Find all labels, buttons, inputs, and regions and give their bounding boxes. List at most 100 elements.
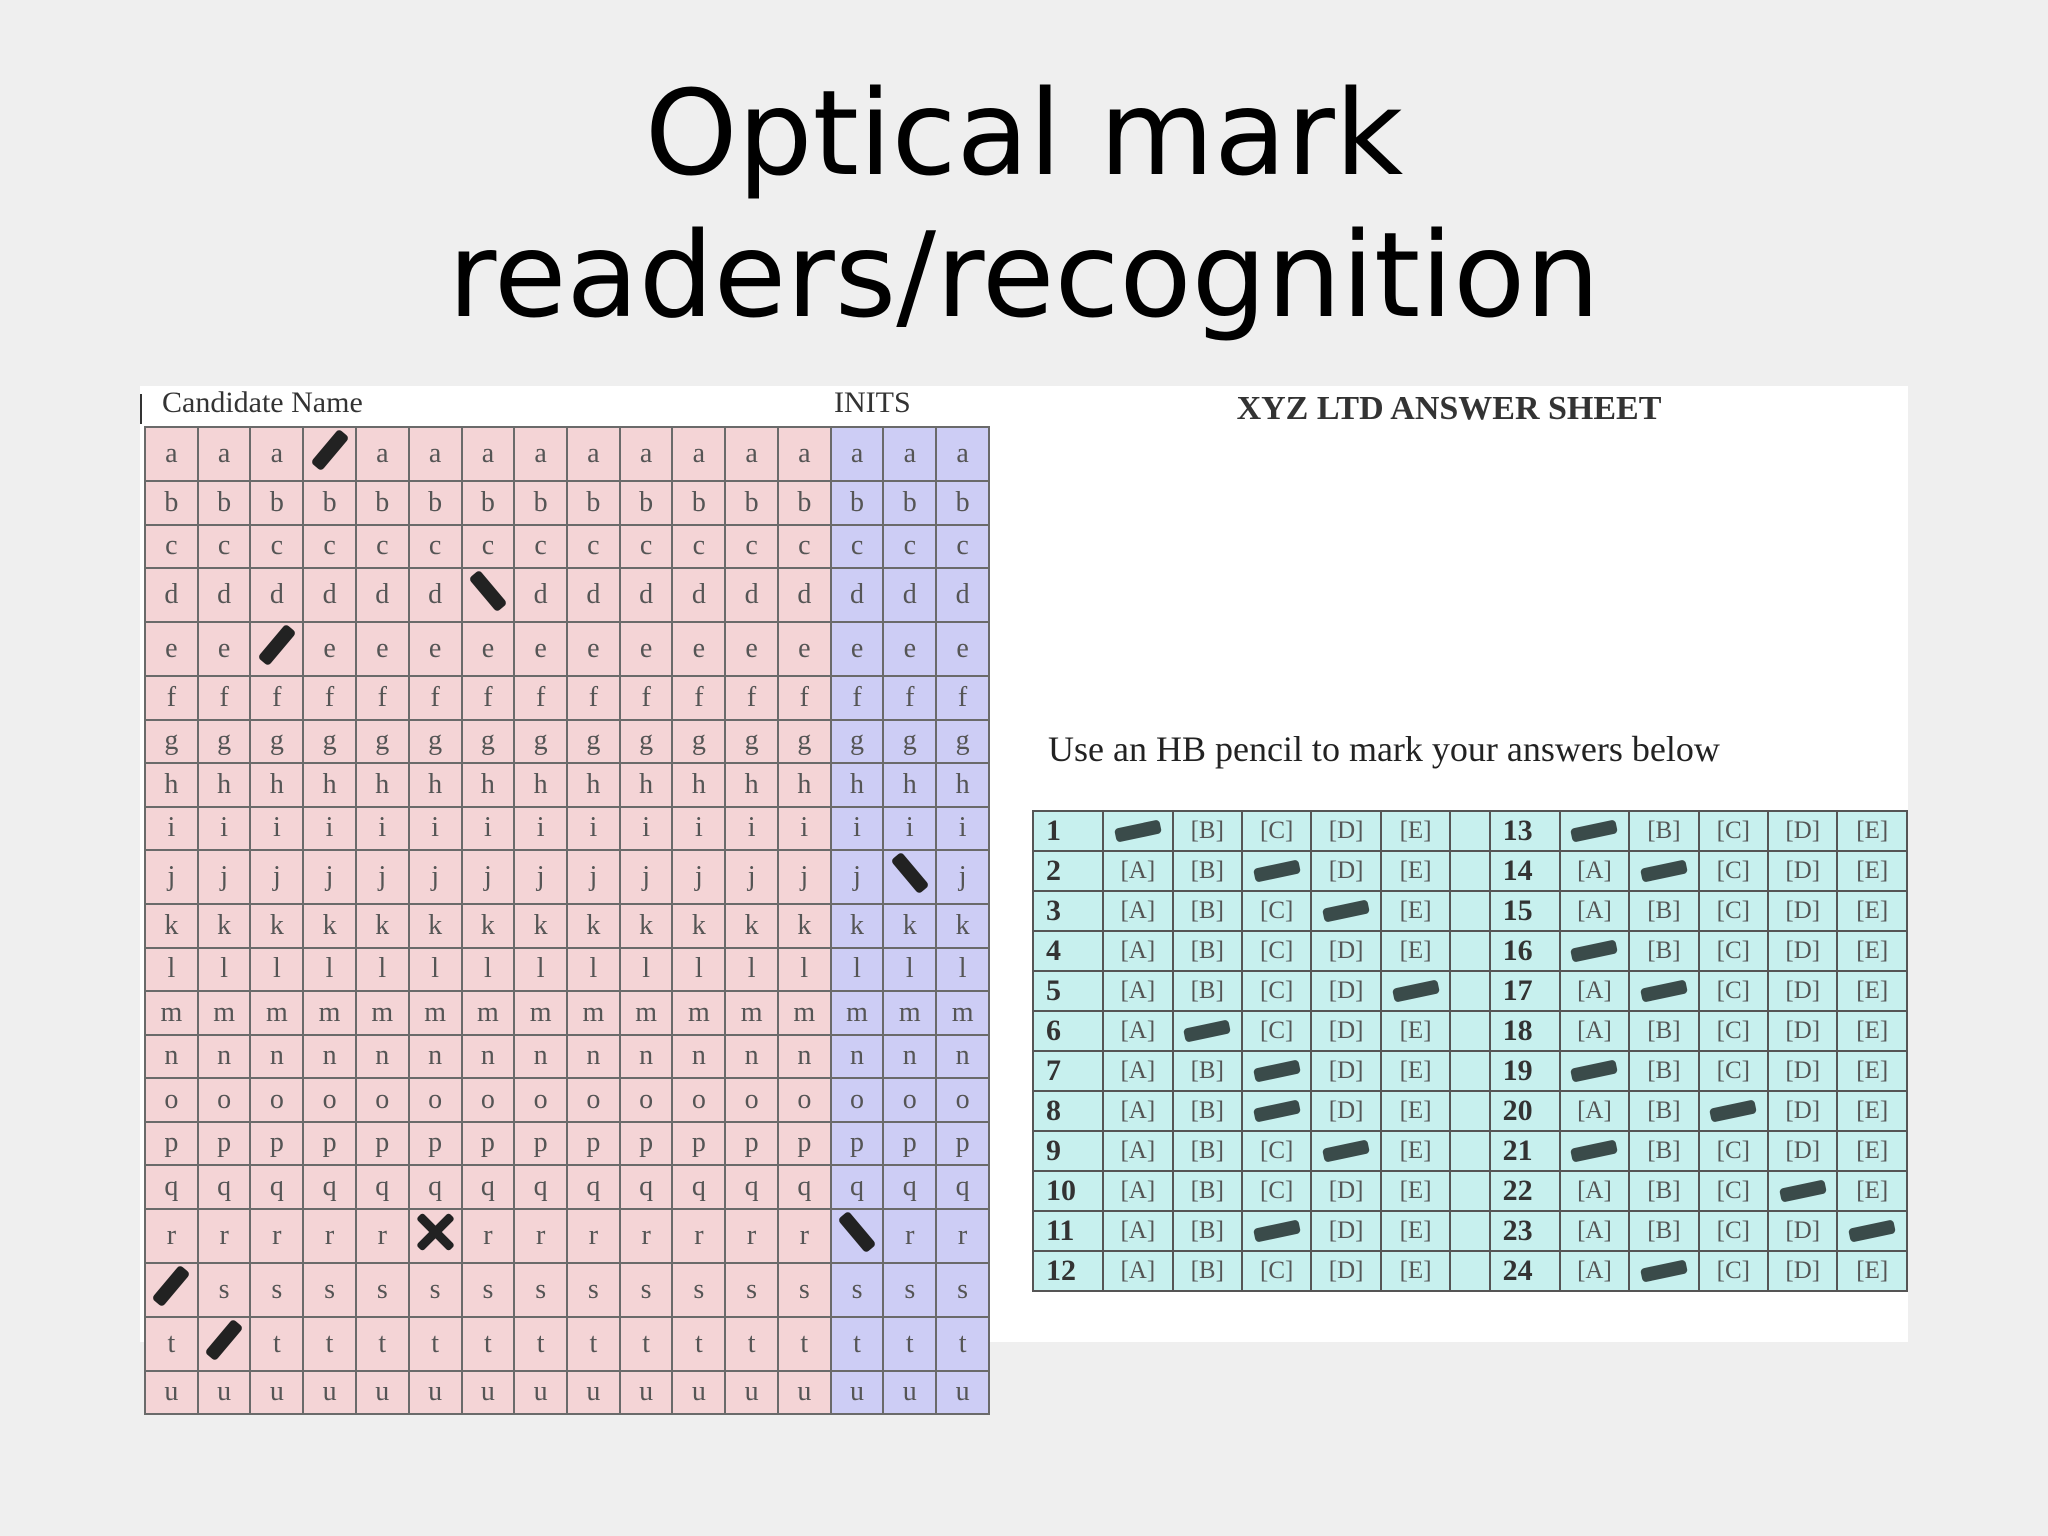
inits-letter-bubble[interactable]: l	[829, 946, 885, 992]
answer-option-e[interactable]: [E]	[1379, 1130, 1452, 1172]
answer-option-b[interactable]: [B]	[1171, 1170, 1243, 1212]
name-letter-bubble[interactable]: d	[671, 567, 727, 623]
name-letter-bubble[interactable]: g	[249, 718, 305, 764]
inits-letter-bubble[interactable]: o	[935, 1077, 990, 1123]
answer-option-d[interactable]	[1767, 1170, 1839, 1212]
name-letter-bubble[interactable]: u	[566, 1369, 621, 1415]
name-letter-bubble[interactable]: t	[302, 1315, 357, 1372]
name-letter-bubble[interactable]: u	[724, 1369, 779, 1415]
name-letter-bubble[interactable]: h	[724, 762, 779, 808]
name-letter-bubble[interactable]: a	[144, 426, 199, 482]
name-letter-bubble[interactable]: i	[249, 805, 305, 851]
answer-option-b[interactable]: [B]	[1628, 1130, 1700, 1172]
name-letter-bubble[interactable]: c	[671, 523, 727, 569]
name-letter-bubble[interactable]: g	[776, 718, 832, 764]
name-letter-bubble[interactable]: l	[776, 946, 832, 992]
name-letter-bubble[interactable]: k	[144, 903, 199, 949]
name-letter-bubble[interactable]: j	[354, 849, 410, 905]
name-letter-bubble[interactable]: t	[249, 1315, 305, 1372]
name-letter-bubble[interactable]: j	[724, 849, 779, 905]
inits-letter-bubble[interactable]: t	[882, 1315, 938, 1372]
name-letter-bubble[interactable]: i	[407, 805, 463, 851]
inits-letter-bubble[interactable]: g	[935, 718, 990, 764]
name-letter-bubble[interactable]: t	[407, 1315, 463, 1372]
answer-option-e[interactable]: [E]	[1836, 930, 1908, 972]
inits-letter-bubble[interactable]: m	[935, 990, 990, 1036]
name-letter-bubble[interactable]: f	[144, 675, 199, 721]
answer-option-e[interactable]: [E]	[1379, 890, 1452, 932]
answer-option-a[interactable]	[1558, 1050, 1631, 1092]
name-letter-bubble[interactable]	[407, 1207, 463, 1264]
answer-option-c[interactable]: [C]	[1240, 1170, 1313, 1212]
answer-option-c[interactable]	[1240, 850, 1313, 892]
name-letter-bubble[interactable]: g	[566, 718, 621, 764]
answer-option-a[interactable]	[1558, 810, 1631, 852]
name-letter-bubble[interactable]: o	[354, 1077, 410, 1123]
answer-option-c[interactable]: [C]	[1240, 810, 1313, 852]
inits-letter-bubble[interactable]: o	[829, 1077, 885, 1123]
name-letter-bubble[interactable]: p	[196, 1120, 252, 1166]
inits-letter-bubble[interactable]: u	[829, 1369, 885, 1415]
name-letter-bubble[interactable]: m	[196, 990, 252, 1036]
name-letter-bubble[interactable]: s	[302, 1261, 357, 1318]
name-letter-bubble[interactable]: d	[354, 567, 410, 623]
name-letter-bubble[interactable]: e	[407, 621, 463, 677]
answer-option-a[interactable]	[1558, 1130, 1631, 1172]
answer-option-b[interactable]: [B]	[1171, 970, 1243, 1012]
name-letter-bubble[interactable]: g	[724, 718, 779, 764]
answer-option-c[interactable]: [C]	[1240, 1250, 1313, 1292]
answer-option-c[interactable]: [C]	[1240, 1010, 1313, 1052]
name-letter-bubble[interactable]: p	[618, 1120, 674, 1166]
inits-letter-bubble[interactable]: q	[829, 1164, 885, 1210]
inits-letter-bubble[interactable]: i	[935, 805, 990, 851]
name-letter-bubble[interactable]: s	[724, 1261, 779, 1318]
name-letter-bubble[interactable]: d	[566, 567, 621, 623]
name-letter-bubble[interactable]: s	[407, 1261, 463, 1318]
answer-option-c[interactable]	[1697, 1090, 1770, 1132]
name-letter-bubble[interactable]: l	[724, 946, 779, 992]
inits-letter-bubble[interactable]: d	[935, 567, 990, 623]
inits-letter-bubble[interactable]: n	[829, 1033, 885, 1079]
name-letter-bubble[interactable]: n	[618, 1033, 674, 1079]
name-letter-bubble[interactable]: r	[354, 1207, 410, 1264]
answer-option-c[interactable]	[1240, 1050, 1313, 1092]
name-letter-bubble[interactable]	[144, 1261, 199, 1318]
inits-letter-bubble[interactable]: h	[935, 762, 990, 808]
name-letter-bubble[interactable]: o	[566, 1077, 621, 1123]
name-letter-bubble[interactable]: r	[671, 1207, 727, 1264]
name-letter-bubble[interactable]: l	[618, 946, 674, 992]
inits-letter-bubble[interactable]: r	[935, 1207, 990, 1264]
answer-option-b[interactable]: [B]	[1171, 810, 1243, 852]
name-letter-bubble[interactable]: e	[144, 621, 199, 677]
name-letter-bubble[interactable]: f	[513, 675, 569, 721]
answer-option-a[interactable]: [A]	[1102, 1010, 1174, 1052]
answer-option-d[interactable]: [D]	[1310, 970, 1382, 1012]
name-letter-bubble[interactable]: m	[618, 990, 674, 1036]
answer-option-a[interactable]: [A]	[1102, 930, 1174, 972]
name-letter-bubble[interactable]: h	[566, 762, 621, 808]
answer-option-c[interactable]: [C]	[1697, 890, 1770, 932]
name-letter-bubble[interactable]: b	[354, 480, 410, 526]
name-letter-bubble[interactable]: q	[460, 1164, 516, 1210]
name-letter-bubble[interactable]: u	[671, 1369, 727, 1415]
answer-option-a[interactable]: [A]	[1558, 1010, 1631, 1052]
name-letter-bubble[interactable]: t	[724, 1315, 779, 1372]
name-letter-bubble[interactable]: k	[460, 903, 516, 949]
name-letter-bubble[interactable]: n	[566, 1033, 621, 1079]
name-letter-bubble[interactable]: h	[249, 762, 305, 808]
name-letter-bubble[interactable]: m	[460, 990, 516, 1036]
inits-letter-bubble[interactable]: g	[882, 718, 938, 764]
name-letter-bubble[interactable]: d	[302, 567, 357, 623]
name-letter-bubble[interactable]: j	[671, 849, 727, 905]
name-letter-bubble[interactable]: s	[618, 1261, 674, 1318]
name-letter-bubble[interactable]: m	[144, 990, 199, 1036]
name-letter-bubble[interactable]: u	[407, 1369, 463, 1415]
name-letter-bubble[interactable]: l	[671, 946, 727, 992]
inits-letter-bubble[interactable]: u	[935, 1369, 990, 1415]
answer-option-b[interactable]: [B]	[1628, 1010, 1700, 1052]
name-letter-bubble[interactable]: b	[513, 480, 569, 526]
name-letter-bubble[interactable]: g	[618, 718, 674, 764]
name-letter-bubble[interactable]: d	[513, 567, 569, 623]
inits-letter-bubble[interactable]: c	[829, 523, 885, 569]
name-letter-bubble[interactable]: m	[566, 990, 621, 1036]
